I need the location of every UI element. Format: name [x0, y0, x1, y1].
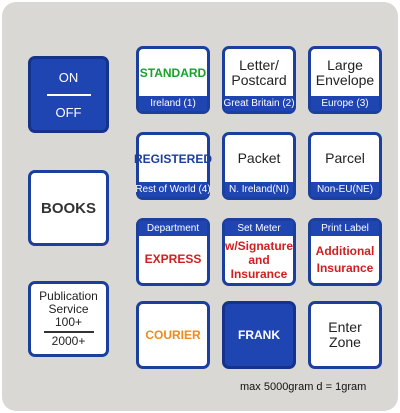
letter-label: Letter/ [239, 56, 279, 73]
additional-label: Additional [315, 243, 375, 258]
express-header: Department [139, 221, 207, 236]
publication-top-value: 100+ [54, 315, 83, 329]
enter-label: Enter [328, 319, 362, 335]
additional-insurance-button[interactable]: Print Label Additional Insurance [308, 218, 382, 286]
weight-limit-note: max 5000gram d = 1gram [240, 381, 367, 393]
off-label: OFF [55, 104, 82, 120]
service-label: Service [48, 302, 89, 316]
letter-postcard-button[interactable]: Letter/ Postcard Great Britain (2) [222, 46, 296, 114]
books-button[interactable]: BOOKS [28, 170, 109, 246]
publication-divider [43, 331, 94, 333]
signature-label: w/Signature [225, 238, 294, 253]
frank-button[interactable]: FRANK [222, 301, 296, 369]
additional-header: Print Label [311, 221, 379, 236]
registered-label: REGISTERED [134, 151, 213, 166]
on-label: ON [58, 69, 79, 85]
books-label: BOOKS [40, 199, 96, 217]
publication-label: Publication [39, 289, 98, 303]
on-off-divider [46, 93, 91, 96]
parcel-button[interactable]: Parcel Non-EU(NE) [308, 132, 382, 200]
standard-footer: Ireland (1) [139, 96, 207, 111]
additional-insurance-label: Insurance [316, 260, 374, 275]
envelope-label: Envelope [315, 71, 375, 88]
large-envelope-footer: Europe (3) [311, 96, 379, 111]
zone-label: Zone [329, 334, 361, 350]
courier-button[interactable]: COURIER [136, 301, 210, 369]
signature-insurance-label: Insurance [230, 266, 288, 281]
standard-label: STANDARD [139, 65, 207, 80]
large-label: Large [327, 56, 363, 73]
postcard-label: Postcard [231, 71, 287, 88]
parcel-footer: Non-EU(NE) [311, 182, 379, 197]
on-off-button[interactable]: ON OFF [28, 56, 109, 133]
signature-insurance-button[interactable]: Set Meter w/Signature and Insurance [222, 218, 296, 286]
express-label: EXPRESS [144, 252, 202, 266]
packet-label: Packet [237, 150, 281, 166]
packet-button[interactable]: Packet N. Ireland(NI) [222, 132, 296, 200]
signature-header: Set Meter [225, 221, 293, 236]
registered-button[interactable]: REGISTERED Rest of World (4) [134, 132, 213, 200]
express-button[interactable]: Department EXPRESS [136, 218, 210, 286]
registered-footer: Rest of World (4) [135, 182, 211, 197]
signature-and-label: and [248, 252, 270, 267]
frank-label: FRANK [238, 328, 280, 342]
publication-service-button[interactable]: Publication Service 100+ 2000+ [28, 281, 109, 357]
standard-button[interactable]: STANDARD Ireland (1) [136, 46, 210, 114]
parcel-label: Parcel [325, 150, 365, 166]
large-envelope-button[interactable]: Large Envelope Europe (3) [308, 46, 382, 114]
packet-footer: N. Ireland(NI) [225, 182, 293, 197]
courier-label: COURIER [145, 328, 201, 342]
enter-zone-button[interactable]: Enter Zone [308, 301, 382, 369]
publication-bottom-value: 2000+ [51, 334, 86, 348]
letter-footer: Great Britain (2) [223, 96, 295, 111]
